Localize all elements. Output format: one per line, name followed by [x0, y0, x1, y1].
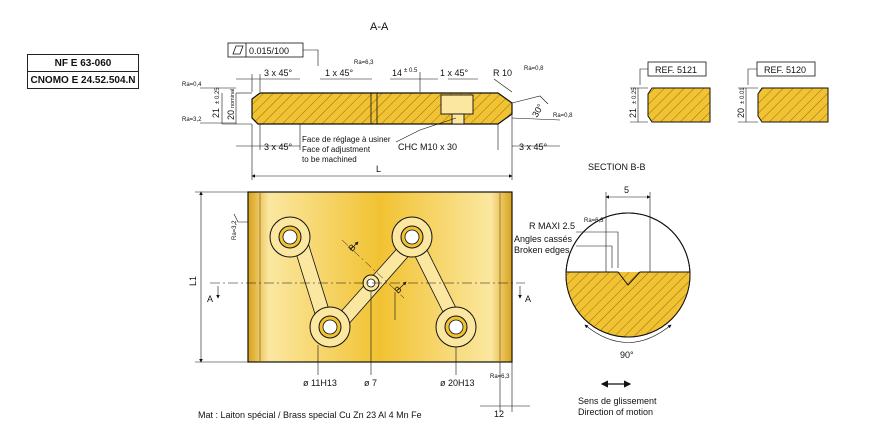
bb-note-fr: Angles cassés [514, 234, 573, 244]
motion-en: Direction of motion [578, 407, 653, 417]
bb-dim-5: 5 [624, 185, 629, 195]
b-mark-bottom: B [392, 284, 403, 295]
hole-bottom-right [435, 306, 477, 348]
dim-12: 12 [494, 409, 504, 419]
ra-left-top: Ra=0,4 [182, 82, 202, 88]
aa-top-dims [236, 72, 513, 93]
svg-text:20: 20 [226, 110, 236, 120]
svg-text:± 0.25: ± 0.25 [632, 87, 638, 104]
dim-14: 14 ± 0.5 [392, 68, 418, 78]
ra-radius: Ra=0,8 [524, 66, 544, 72]
ref-5120-label: REF. 5120 [764, 65, 806, 75]
svg-text:21: 21 [211, 108, 221, 118]
svg-text:± 0.5: ± 0.5 [404, 68, 418, 74]
flatness-value: 0.015/100 [249, 46, 289, 56]
aa-left-dims [200, 87, 252, 125]
thickness-20: 20 nominal [226, 89, 236, 120]
svg-text:± 0.25: ± 0.25 [215, 87, 221, 104]
bar-body-section [251, 92, 513, 125]
b-mark-top: B [346, 242, 357, 253]
standard-cnomo: CNOMO E 24.52.504.N [27, 71, 139, 89]
ref-5121-label: REF. 5121 [655, 65, 697, 75]
note-face-en2: to be machined [302, 155, 357, 164]
section-bb-title: SECTION B-B [588, 162, 646, 172]
flatness-icon [232, 45, 244, 55]
svg-text:21: 21 [628, 108, 638, 118]
ref-5120: REF. 5120 20 ± 0.01 [736, 61, 829, 123]
plan-dims [195, 191, 530, 412]
svg-text:nominal: nominal [230, 89, 236, 108]
bb-note-en: Broken edges [514, 245, 570, 255]
svg-text:20: 20 [736, 108, 746, 118]
radius-r10: R 10 [493, 68, 512, 78]
thickness-21: 21 ± 0.25 [211, 87, 221, 118]
ra-plan-left: Ra=3,2 [232, 220, 238, 240]
hole-bottom-left [309, 306, 351, 348]
ra-plan-bottom: Ra=6,3 [490, 374, 510, 380]
motion-fr: Sens de glissement [578, 396, 657, 406]
ra-mid-top: Ra=6,3 [354, 60, 374, 66]
chamfer-right-top: 1 x 45° [440, 68, 469, 78]
svg-text:± 0.01: ± 0.01 [740, 87, 746, 104]
hole-top-left [269, 216, 311, 258]
length-l: L [376, 164, 381, 174]
section-mark-a-left: A [207, 294, 213, 304]
aa-bottom-dims [236, 114, 560, 180]
section-aa-title: A-A [370, 21, 389, 33]
bb-r-max: R MAXI 2.5 [529, 221, 575, 231]
ref-5121: REF. 5121 21 ± 0.25 [628, 61, 711, 123]
plan-view [210, 191, 525, 363]
hole-center-label: ø 7 [364, 378, 377, 388]
bb-angle: 90° [620, 350, 634, 360]
ra-right-bottom: Ra=0,8 [553, 113, 573, 119]
section-bb-detail [565, 212, 691, 338]
bb-ra: Ra=6,3 [584, 218, 604, 224]
hole-top-right [391, 216, 433, 258]
material-note: Mat : Laiton spécial / Brass special Cu … [198, 410, 422, 420]
screw-spec: CHC M10 x 30 [398, 142, 457, 152]
hole-large-label: ø 20H13 [440, 378, 475, 388]
note-face-fr: Face de réglage à usiner [302, 135, 391, 144]
ra-left-bottom: Ra=3,2 [182, 117, 202, 123]
chamfer-left-bottom: 3 x 45° [264, 142, 293, 152]
hole-small-label: ø 11H13 [303, 378, 337, 388]
chamfer-left-top: 3 x 45° [264, 68, 293, 78]
flatness-frame: 0.015/100 [227, 42, 319, 66]
standard-nf: NF E 63-060 [27, 54, 139, 72]
section-mark-a-right: A [525, 294, 531, 304]
angle-30: 30° [530, 102, 546, 119]
chamfer-right-bottom: 3 x 45° [519, 142, 548, 152]
note-face-en1: Face of adjustment [302, 145, 371, 154]
height-l1: L1 [188, 276, 198, 286]
svg-text:14: 14 [392, 68, 402, 78]
section-bb-dims [576, 192, 672, 343]
chamfer-mid-top: 1 x 45° [325, 68, 354, 78]
